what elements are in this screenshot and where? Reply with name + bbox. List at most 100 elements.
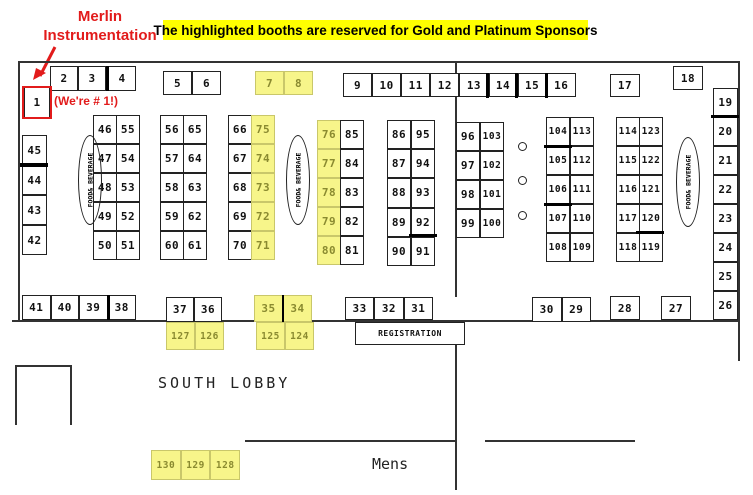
booth-11: 11 [401,73,431,97]
booth-5: 5 [163,71,192,95]
booth-86: 86 [387,120,411,150]
booth-102: 102 [480,151,504,180]
lobby-room-wall-2 [70,365,72,425]
sponsor-banner: The highlighted booths are reserved for … [153,20,598,40]
booth-72: 72 [251,202,275,231]
booth-91: 91 [411,236,435,266]
booth-127: 127 [166,322,195,350]
booth-87: 87 [387,149,411,179]
booth-69: 69 [228,202,252,231]
food-beverage-area-2: FOOD& BEVERAGE [286,135,310,225]
booth-112: 112 [570,146,594,175]
booth-14: 14 [488,73,518,97]
lobby-west-wall [15,365,17,425]
booth-96: 96 [456,122,480,151]
booth-109: 109 [570,233,594,262]
booth-40: 40 [50,295,79,320]
pillar-icon [518,176,527,185]
booth-30: 30 [532,297,562,322]
east-wall [738,61,740,361]
callout-company-line1: Merlin [77,8,123,25]
booth-117: 117 [616,204,640,233]
booth-125: 125 [256,322,285,350]
booth-58: 58 [160,173,184,202]
callout-company-line2: Instrumentation [43,27,157,44]
booth-68: 68 [228,173,252,202]
booth-129: 129 [180,450,211,480]
booth-50: 50 [93,231,117,260]
booth-126: 126 [195,322,224,350]
food-beverage-area-1: FOOD& BEVERAGE [78,135,102,225]
registration-desk: REGISTRATION [355,322,465,345]
west-wall [18,61,20,321]
booth-63: 63 [183,173,207,202]
booth-20: 20 [713,117,738,146]
booth-36: 36 [194,297,222,322]
restroom-wall-2 [485,440,635,442]
booth-118: 118 [616,233,640,262]
booth-111: 111 [570,175,594,204]
booth-51: 51 [116,231,140,260]
booth-19: 19 [713,88,738,117]
booth-37: 37 [166,297,194,322]
booth-32: 32 [374,297,404,320]
booth-104: 104 [546,117,570,146]
booth-29: 29 [561,297,591,322]
booth-93: 93 [411,178,435,208]
food-beverage-label: FOOD& BEVERAGE [294,152,303,208]
booth-98: 98 [456,180,480,209]
hall-divider [455,62,457,297]
booth-42: 42 [22,225,47,255]
booth-70: 70 [228,231,252,260]
restroom-wall [245,440,455,442]
booth-4: 4 [108,66,136,91]
booth-123: 123 [639,117,663,146]
booth-44: 44 [22,165,47,195]
booth-61: 61 [183,231,207,260]
booth-25: 25 [713,262,738,291]
booth-27: 27 [661,296,691,320]
booth-18: 18 [673,66,703,90]
booth-54: 54 [116,144,140,173]
booth-9: 9 [343,73,373,97]
booth-85: 85 [340,120,364,149]
booth-77: 77 [317,149,341,178]
booth-80: 80 [317,236,341,265]
booth-82: 82 [340,207,364,236]
booth-76: 76 [317,120,341,149]
booth-39: 39 [79,295,108,320]
booth-17: 17 [610,74,640,97]
booth-114: 114 [616,117,640,146]
booth-90: 90 [387,236,411,266]
callout-note: (We're # 1!) [54,94,118,108]
pillar-icon [518,142,527,151]
booth-45: 45 [22,135,47,165]
booth-53: 53 [116,173,140,202]
food-beverage-area-3: FOOD& BEVERAGE [676,137,700,227]
booth-26: 26 [713,291,738,320]
booth-43: 43 [22,195,47,225]
booth-124: 124 [285,322,314,350]
booth-107: 107 [546,204,570,233]
booth-103: 103 [480,122,504,151]
booth-83: 83 [340,178,364,207]
booth-130: 130 [151,450,181,480]
booth-56: 56 [160,115,184,144]
booth-121: 121 [639,175,663,204]
booth-38: 38 [107,295,136,320]
booth-34: 34 [283,295,312,322]
booth-100: 100 [480,209,504,238]
mens-restroom-label: Mens [372,455,409,473]
booth-35: 35 [254,295,283,322]
booth-33: 33 [345,297,375,320]
booth-116: 116 [616,175,640,204]
booth-2: 2 [50,66,78,91]
booth-13: 13 [459,73,489,97]
booth-22: 22 [713,175,738,204]
booth-79: 79 [317,207,341,236]
booth-60: 60 [160,231,184,260]
booth-88: 88 [387,178,411,208]
booth-65: 65 [183,115,207,144]
booth-46: 46 [93,115,117,144]
booth-7: 7 [255,71,284,95]
